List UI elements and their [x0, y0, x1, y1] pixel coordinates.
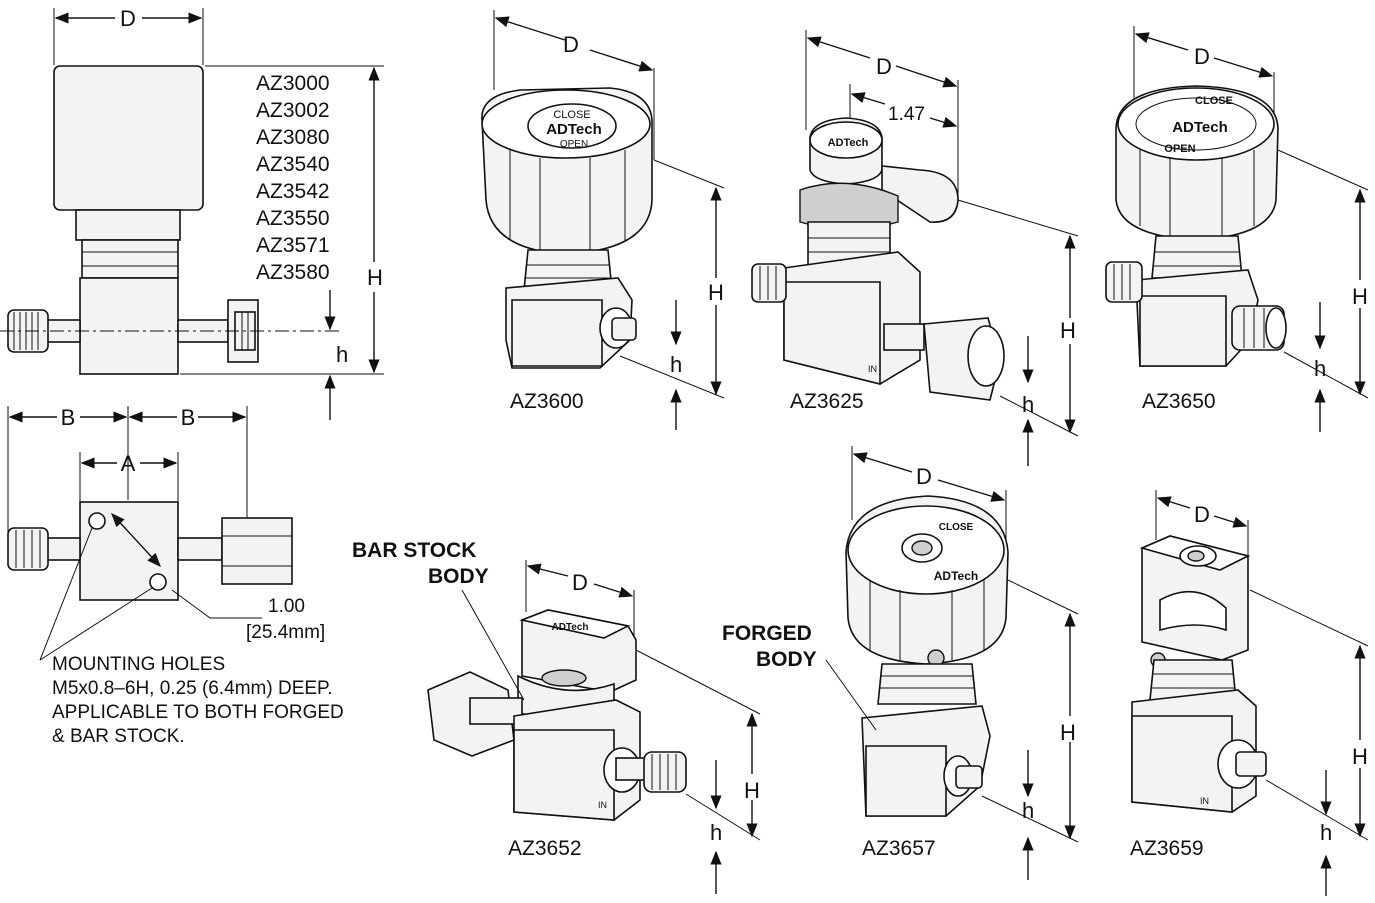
az3600-model-label: AZ3600: [510, 390, 584, 413]
bar-stock-callout-line2: BODY: [428, 565, 489, 588]
az3600-small-h-label: h: [670, 352, 682, 377]
model-label: AZ3580: [256, 261, 330, 284]
az3652-small-h-label: h: [710, 820, 722, 845]
valve-az3659-illustration: [1131, 490, 1369, 896]
az3657-d-label: D: [916, 464, 932, 489]
az3659-small-h-label: h: [1320, 820, 1332, 845]
valve-az3657-illustration: [825, 446, 1079, 880]
note-line: M5x0.8–6H, 0.25 (6.4mm) DEEP.: [52, 678, 333, 699]
az3600-h-label: H: [708, 280, 724, 305]
az3659-in-mark: IN: [1200, 796, 1209, 806]
a-label: A: [121, 451, 136, 476]
side-h-lower-label: h: [336, 342, 348, 367]
az3659-h-label: H: [1352, 744, 1368, 769]
model-label: AZ3542: [256, 180, 330, 203]
model-label: AZ3540: [256, 153, 330, 176]
az3657-h-label: H: [1060, 720, 1076, 745]
b-right-label: B: [181, 405, 196, 430]
az3659-model-label: AZ3659: [1130, 837, 1204, 860]
valve-az3652-illustration: [427, 560, 761, 894]
az3652-in-mark: IN: [598, 800, 607, 810]
az3625-h-label: H: [1060, 318, 1076, 343]
az3600-d-label: D: [563, 32, 579, 57]
az3650-small-h-label: h: [1314, 356, 1326, 381]
az3600-brand-mark: ADTech: [546, 121, 602, 138]
az3652-model-label: AZ3652: [508, 837, 582, 860]
az3652-brand-mark: ADTech: [551, 622, 588, 633]
note-line: MOUNTING HOLES: [52, 654, 225, 675]
valve-az3625-illustration: [751, 30, 1079, 466]
model-label: AZ3571: [256, 234, 330, 257]
az3650-open-mark: OPEN: [1164, 143, 1195, 155]
az3657-small-h-label: h: [1022, 798, 1034, 823]
b-left-label: B: [61, 405, 76, 430]
side-d-label: D: [120, 6, 136, 31]
side-view-drawing: [0, 8, 384, 420]
az3600-open-mark: OPEN: [560, 139, 588, 150]
az3657-close-mark: CLOSE: [939, 522, 974, 533]
bar-stock-callout-line1: BAR STOCK: [352, 539, 476, 562]
hole-spacing-label: 1.00: [268, 596, 305, 617]
note-line: & BAR STOCK.: [52, 726, 185, 747]
az3625-in-mark: IN: [868, 364, 877, 374]
az3625-model-label: AZ3625: [790, 390, 864, 413]
valve-az3600-illustration: [481, 10, 725, 430]
az3650-close-mark: CLOSE: [1195, 95, 1233, 107]
model-label: AZ3000: [256, 72, 330, 95]
hole-spacing-metric-label: [25.4mm]: [246, 622, 325, 643]
az3652-d-label: D: [572, 570, 588, 595]
valve-az3650-illustration: [1105, 26, 1369, 432]
model-label: AZ3002: [256, 99, 330, 122]
forged-callout-line2: BODY: [756, 648, 817, 671]
az3625-small-h-label: h: [1022, 392, 1034, 417]
forged-callout-line1: FORGED: [722, 622, 812, 645]
az3650-model-label: AZ3650: [1142, 390, 1216, 413]
az3625-handle-dim-label: 1.47: [888, 104, 925, 125]
az3652-h-label: H: [744, 778, 760, 803]
mounting-view-drawing: [7, 406, 293, 661]
model-label: AZ3550: [256, 207, 330, 230]
model-label: AZ3080: [256, 126, 330, 149]
side-h-upper-label: H: [367, 265, 383, 290]
az3650-d-label: D: [1194, 44, 1210, 69]
az3657-brand-mark: ADTech: [934, 569, 978, 583]
note-line: APPLICABLE TO BOTH FORGED: [52, 702, 344, 723]
az3650-brand-mark: ADTech: [1172, 119, 1228, 136]
az3625-brand-mark: ADTech: [828, 137, 869, 149]
az3625-d-label: D: [876, 54, 892, 79]
az3600-close-mark: CLOSE: [553, 109, 590, 121]
mounting-note: MOUNTING HOLES M5x0.8–6H, 0.25 (6.4mm) D…: [52, 654, 344, 747]
az3659-d-label: D: [1194, 502, 1210, 527]
az3650-h-label: H: [1352, 284, 1368, 309]
az3657-model-label: AZ3657: [862, 837, 936, 860]
side-view-model-list: AZ3000 AZ3002 AZ3080 AZ3540 AZ3542 AZ355…: [256, 72, 330, 284]
